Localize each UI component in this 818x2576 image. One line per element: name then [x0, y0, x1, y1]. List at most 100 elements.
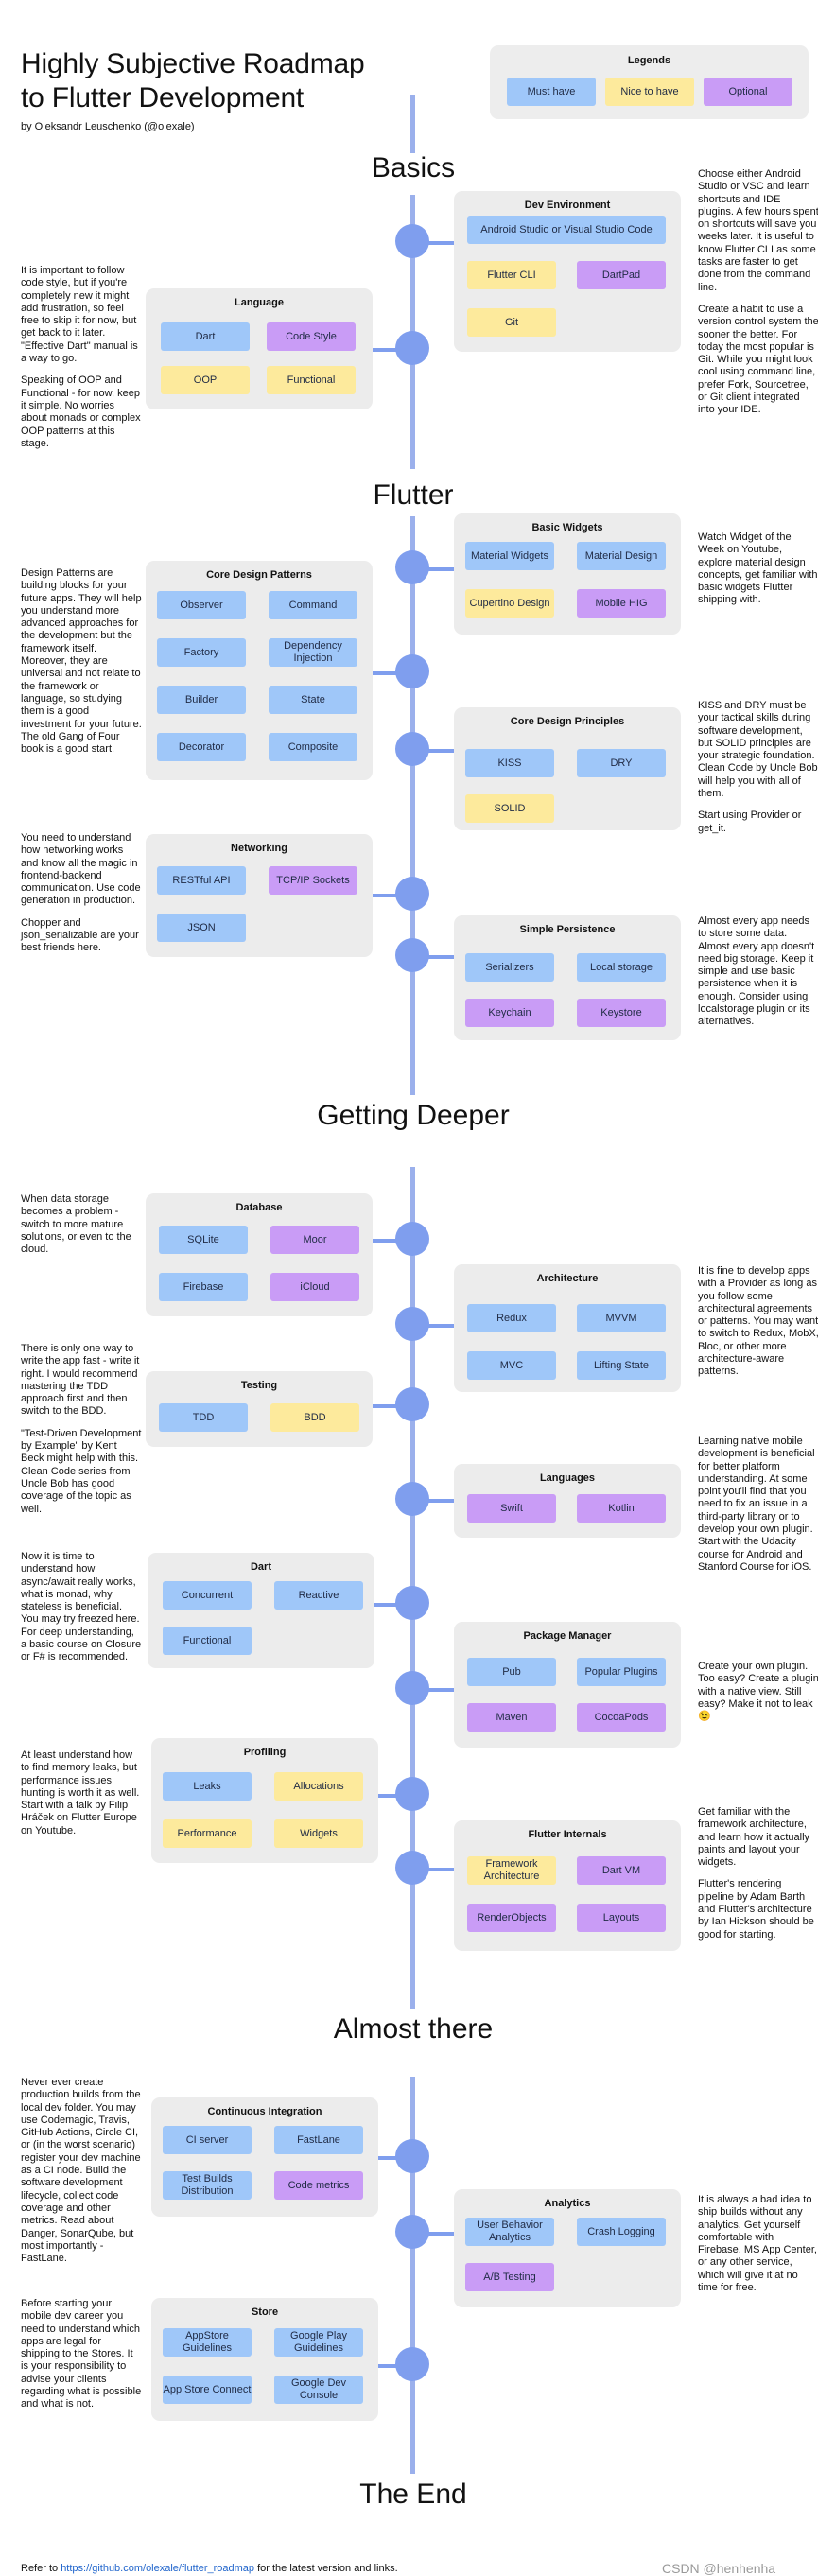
chip-cocoapods: CocoaPods: [577, 1703, 666, 1732]
chip-user-behavior-analytics: User Behavior Analytics: [465, 2218, 554, 2246]
chip-functional-dart: Functional: [163, 1627, 252, 1655]
timeline-spine: [410, 95, 415, 153]
chip-kotlin: Kotlin: [577, 1494, 666, 1523]
chip-oop: OOP: [161, 366, 250, 394]
note-text: Now it is time to understand how async/a…: [21, 1551, 142, 1663]
note-text: Choose either Android Studio or VSC and …: [698, 168, 818, 293]
author-line: by Oleksandr Leuschenko (@olexale): [21, 121, 195, 132]
chip-cupertino-design: Cupertino Design: [465, 589, 554, 618]
chip-lifting-state: Lifting State: [577, 1351, 666, 1380]
timeline-node: [395, 654, 429, 688]
chip-leaks: Leaks: [163, 1772, 252, 1801]
connector: [413, 1324, 456, 1328]
note-testing: There is only one way to write the app f…: [21, 1343, 142, 1525]
note-architecture: It is fine to develop apps with a Provid…: [698, 1265, 818, 1388]
chip-mobile-hig: Mobile HIG: [577, 589, 666, 618]
connector: [371, 1239, 413, 1243]
connector: [371, 1603, 413, 1607]
analytics-panel: Analytics User Behavior Analytics Crash …: [454, 2189, 681, 2307]
panel-title: Basic Widgets: [531, 522, 603, 533]
chip-ide: Android Studio or Visual Studio Code: [467, 216, 666, 244]
timeline-node: [395, 1777, 429, 1811]
section-almost-there: Almost there: [333, 2013, 494, 2045]
note-text: Before starting your mobile dev career y…: [21, 2298, 142, 2411]
legend-nice-to-have: Nice to have: [605, 78, 694, 106]
chip-builder: Builder: [157, 686, 246, 714]
note-package-manager: Create your own plugin. Too easy? Create…: [698, 1661, 818, 1732]
section-basics: Basics: [371, 152, 456, 183]
chip-dartpad: DartPad: [577, 261, 666, 289]
panel-title: Dart: [250, 1561, 271, 1573]
note-store: Before starting your mobile dev career y…: [21, 2298, 142, 2421]
chip-ci-server: CI server: [163, 2126, 252, 2154]
chip-popular-plugins: Popular Plugins: [577, 1658, 666, 1686]
footer-reference: Refer to https://github.com/olexale/flut…: [21, 2563, 398, 2574]
panel-title: Testing: [240, 1380, 278, 1391]
chip-keystore: Keystore: [577, 999, 666, 1027]
store-panel: Store AppStore Guidelines Google Play Gu…: [151, 2298, 378, 2421]
note-text: Learning native mobile development is be…: [698, 1436, 815, 1573]
note-text: Speaking of OOP and Functional - for now…: [21, 374, 141, 449]
chip-dry: DRY: [577, 749, 666, 777]
chip-serializers: Serializers: [465, 953, 554, 982]
chip-code-style: Code Style: [267, 322, 356, 351]
connector: [413, 749, 456, 753]
chip-moor: Moor: [270, 1226, 359, 1254]
roadmap-link[interactable]: https://github.com/olexale/flutter_roadm…: [61, 2563, 255, 2574]
page-title: Highly Subjective Roadmap to Flutter Dev…: [21, 48, 365, 113]
chip-widgets: Widgets: [274, 1819, 363, 1848]
note-core-design-patterns: Design Patterns are building blocks for …: [21, 567, 142, 765]
note-languages: Learning native mobile development is be…: [698, 1436, 818, 1583]
note-text: There is only one way to write the app f…: [21, 1343, 140, 1418]
chip-local-storage: Local storage: [577, 953, 666, 982]
timeline-node: [395, 1586, 429, 1620]
chip-swift: Swift: [467, 1494, 556, 1523]
chip-firebase: Firebase: [159, 1273, 248, 1301]
chip-mvvm: MVVM: [577, 1304, 666, 1332]
chip-factory: Factory: [157, 638, 246, 667]
profiling-panel: Profiling Leaks Allocations Performance …: [151, 1738, 378, 1863]
note-basic-widgets: Watch Widget of the Week on Youtube, exp…: [698, 531, 818, 617]
note-core-design-principles: KISS and DRY must be your tactical skill…: [698, 700, 818, 844]
note-language: It is important to follow code style, bu…: [21, 265, 142, 460]
timeline-node: [395, 1387, 429, 1421]
chip-pub: Pub: [467, 1658, 556, 1686]
languages-panel: Languages Swift Kotlin: [454, 1464, 681, 1538]
chip-ab-testing: A/B Testing: [465, 2263, 554, 2291]
networking-panel: Networking RESTful API TCP/IP Sockets JS…: [146, 834, 373, 957]
timeline-node: [395, 1222, 429, 1256]
panel-title: Analytics: [544, 2198, 591, 2209]
timeline-spine: [410, 516, 415, 1095]
language-panel: Language Dart Code Style OOP Functional: [146, 288, 373, 409]
flutter-internals-panel: Flutter Internals Framework Architecture…: [454, 1820, 681, 1951]
panel-title: Simple Persistence: [519, 924, 616, 935]
timeline-node: [395, 1307, 429, 1341]
chip-crash-logging: Crash Logging: [577, 2218, 666, 2246]
note-text: Design Patterns are building blocks for …: [21, 567, 142, 756]
basic-widgets-panel: Basic Widgets Material Widgets Material …: [454, 513, 681, 635]
chip-composite: Composite: [269, 733, 357, 761]
panel-title: Architecture: [536, 1273, 599, 1284]
note-text: You need to understand how networking wo…: [21, 832, 141, 907]
timeline-node: [395, 938, 429, 972]
dev-environment-panel: Dev Environment Android Studio or Visual…: [454, 191, 681, 352]
connector: [371, 1404, 413, 1408]
panel-title: Package Manager: [523, 1630, 612, 1642]
chip-code-metrics: Code metrics: [274, 2171, 363, 2200]
simple-persistence-panel: Simple Persistence Serializers Local sto…: [454, 915, 681, 1040]
note-text: It is important to follow code style, bu…: [21, 265, 138, 365]
chip-dependency-injection: Dependency Injection: [269, 638, 357, 667]
chip-dart: Dart: [161, 322, 250, 351]
timeline-node: [395, 1671, 429, 1705]
chip-git: Git: [467, 308, 556, 337]
note-text: KISS and DRY must be your tactical skill…: [698, 700, 818, 800]
chip-concurrent: Concurrent: [163, 1581, 252, 1610]
testing-panel: Testing TDD BDD: [146, 1371, 373, 1447]
footer-suffix: for the latest version and links.: [254, 2563, 398, 2574]
note-text: Never ever create production builds from…: [21, 2077, 141, 2265]
connector: [371, 894, 413, 897]
chip-icloud: iCloud: [270, 1273, 359, 1301]
timeline-node: [395, 2347, 429, 2381]
connector: [371, 1794, 413, 1798]
chip-allocations: Allocations: [274, 1772, 363, 1801]
